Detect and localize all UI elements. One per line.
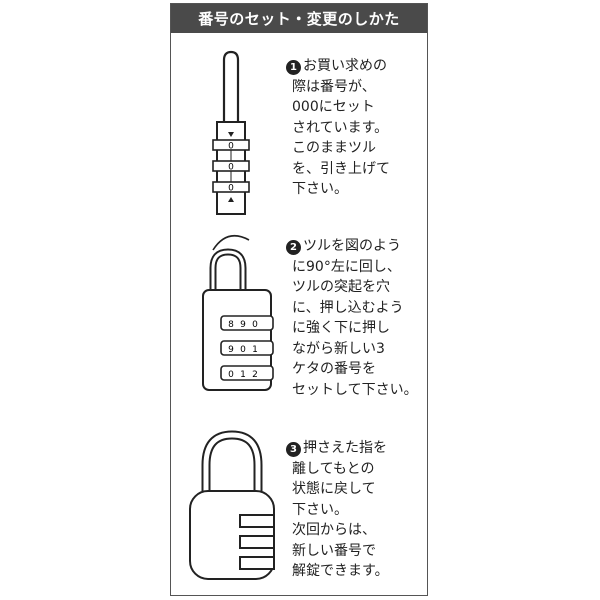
svg-text:0: 0 xyxy=(228,370,234,380)
padlock-step3-illustration xyxy=(189,430,275,580)
triangle-down-icon xyxy=(228,132,234,137)
svg-text:9: 9 xyxy=(228,345,234,355)
svg-text:0: 0 xyxy=(228,163,234,173)
dial-slots xyxy=(239,514,275,570)
svg-text:1: 1 xyxy=(252,345,258,355)
step-number-3: 3 xyxy=(286,442,301,457)
step-number-1: 1 xyxy=(286,60,301,75)
dial-3[interactable]: 0 xyxy=(212,181,250,194)
dial-row-3[interactable]: 0 1 2 xyxy=(220,365,274,381)
step-number-2: 2 xyxy=(286,240,301,255)
svg-text:0: 0 xyxy=(228,184,234,194)
dial-1[interactable]: 0 xyxy=(212,139,250,152)
triangle-up-icon xyxy=(228,197,234,202)
svg-text:1: 1 xyxy=(240,370,246,380)
svg-text:0: 0 xyxy=(228,142,234,152)
dial-row-2[interactable]: 9 0 1 xyxy=(220,340,274,356)
padlock-step1-illustration: 0 0 0 xyxy=(212,50,250,215)
svg-text:8: 8 xyxy=(228,320,234,330)
svg-text:2: 2 xyxy=(252,370,258,380)
dial-2[interactable]: 0 xyxy=(212,160,250,173)
padlock-step2-illustration: 8 9 0 9 0 1 0 1 2 xyxy=(202,234,274,391)
rotate-arc-icon xyxy=(212,234,250,251)
svg-text:9: 9 xyxy=(240,320,246,330)
svg-text:0: 0 xyxy=(240,345,246,355)
svg-text:0: 0 xyxy=(252,320,258,330)
dial-row-1[interactable]: 8 9 0 xyxy=(220,315,274,331)
header-title: 番号のセット・変更のしかた xyxy=(171,4,427,33)
